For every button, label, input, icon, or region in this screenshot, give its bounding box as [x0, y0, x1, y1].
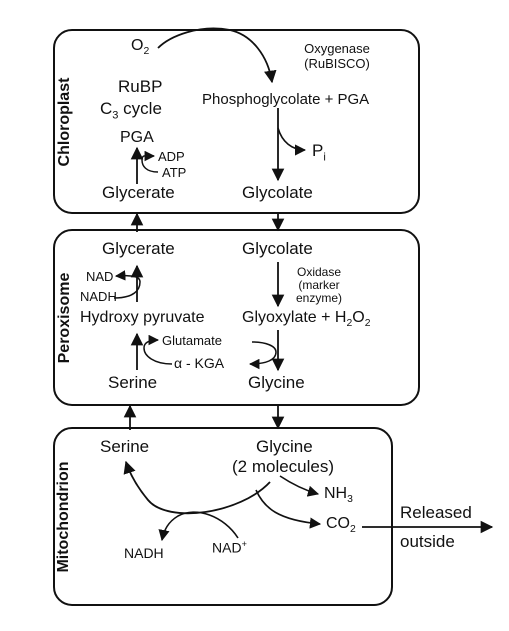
- released-line1: Released: [400, 503, 472, 522]
- peroxisome-label: Peroxisome: [56, 272, 73, 364]
- alpha-kga-label: α - KGA: [174, 355, 225, 371]
- peroxisome-box: [53, 229, 420, 406]
- c3-cycle-label: C3 cycle: [100, 100, 162, 121]
- glyoxylate-text: Glyoxylate + H: [242, 309, 347, 326]
- oxidase-line2: (marker: [298, 278, 340, 292]
- o2-label: O2: [131, 38, 149, 58]
- glycine-to-serine-curve: [123, 460, 271, 515]
- pi-label: Pi: [312, 142, 326, 163]
- mito-serine-label: Serine: [100, 437, 150, 456]
- chloroplast-box: [53, 29, 420, 214]
- o2-subscript-peroxide: 2: [364, 318, 371, 330]
- nh3-branch: [279, 475, 320, 497]
- chloroplast-glycolate-label: Glycolate: [242, 183, 313, 202]
- glutamate-curl: [248, 341, 277, 370]
- chloroplast-label: Chloroplast: [56, 77, 73, 167]
- hydroxy-pyruvate-label: Hydroxy pyruvate: [80, 309, 205, 326]
- mitochondrion-label: Mitochondrion: [55, 461, 72, 573]
- glutamate-label: Glutamate: [162, 333, 222, 348]
- c3-subscript: 3: [112, 109, 119, 122]
- o2-subscript: 2: [143, 46, 150, 58]
- glyoxylate-label: Glyoxylate + H2O2: [242, 310, 371, 330]
- pga-label: PGA: [120, 129, 154, 146]
- nh3-label: NH3: [324, 486, 353, 506]
- oxidase-line1: Oxidase: [296, 265, 342, 279]
- nad-superscript: +: [241, 539, 247, 549]
- atp-adp-curl: [141, 150, 159, 173]
- phosphoglycolate-label: Phosphoglycolate + PGA: [202, 91, 370, 108]
- oxidase-line3: enzyme): [295, 291, 342, 305]
- glutamate-left-curl: [143, 334, 173, 365]
- two-molecules-label: (2 molecules): [232, 457, 335, 476]
- rubp-label: RuBP: [118, 77, 163, 96]
- o2-text: O: [131, 37, 144, 54]
- oxygenase-line2: (RuBISCO): [304, 56, 370, 71]
- released-line2: outside: [400, 532, 455, 551]
- co2-label: CO2: [326, 516, 356, 536]
- mitochondrion-box: [53, 427, 393, 606]
- nh3-text: NH: [324, 485, 348, 502]
- atp-label: ATP: [162, 165, 187, 180]
- nadh-nad-curl: [113, 270, 141, 299]
- mito-glycine-label: Glycine: [256, 437, 313, 456]
- pi-subscript: i: [323, 151, 326, 164]
- nad-label: NAD: [86, 269, 114, 284]
- oxidase-label: Oxidase (marker enzyme): [286, 266, 352, 304]
- peroxisome-serine-label: Serine: [108, 373, 158, 392]
- h2-subscript: 2: [346, 318, 353, 330]
- co2-subscript: 2: [350, 524, 356, 536]
- cycle-text: cycle: [118, 99, 162, 118]
- o2-arrow: [157, 27, 277, 84]
- nh3-subscript: 3: [347, 494, 353, 506]
- c3-text: C: [100, 99, 113, 118]
- mito-nad-label: NAD+: [212, 539, 247, 556]
- released-outside-label: Released outside: [400, 504, 472, 550]
- co2-text: CO: [326, 515, 350, 532]
- oxygenase-label: Oxygenase (RuBISCO): [282, 42, 392, 70]
- o-text: O: [352, 309, 365, 326]
- peroxisome-glycolate-label: Glycolate: [242, 239, 313, 258]
- nadh-label: NADH: [80, 289, 117, 304]
- mito-nadh-label: NADH: [124, 545, 164, 561]
- pi-branch-arrow: [277, 127, 307, 156]
- chloroplast-glycerate-label: Glycerate: [102, 183, 175, 202]
- peroxisome-glycerate-label: Glycerate: [102, 239, 175, 258]
- peroxisome-glycine-label: Glycine: [248, 373, 305, 392]
- oxygenase-line1: Oxygenase: [304, 41, 370, 56]
- pi-text: P: [312, 141, 324, 160]
- nad-text: NAD: [212, 539, 242, 556]
- nad-nadh-arc: [158, 511, 239, 542]
- co2-branch: [255, 489, 322, 529]
- adp-label: ADP: [158, 149, 185, 164]
